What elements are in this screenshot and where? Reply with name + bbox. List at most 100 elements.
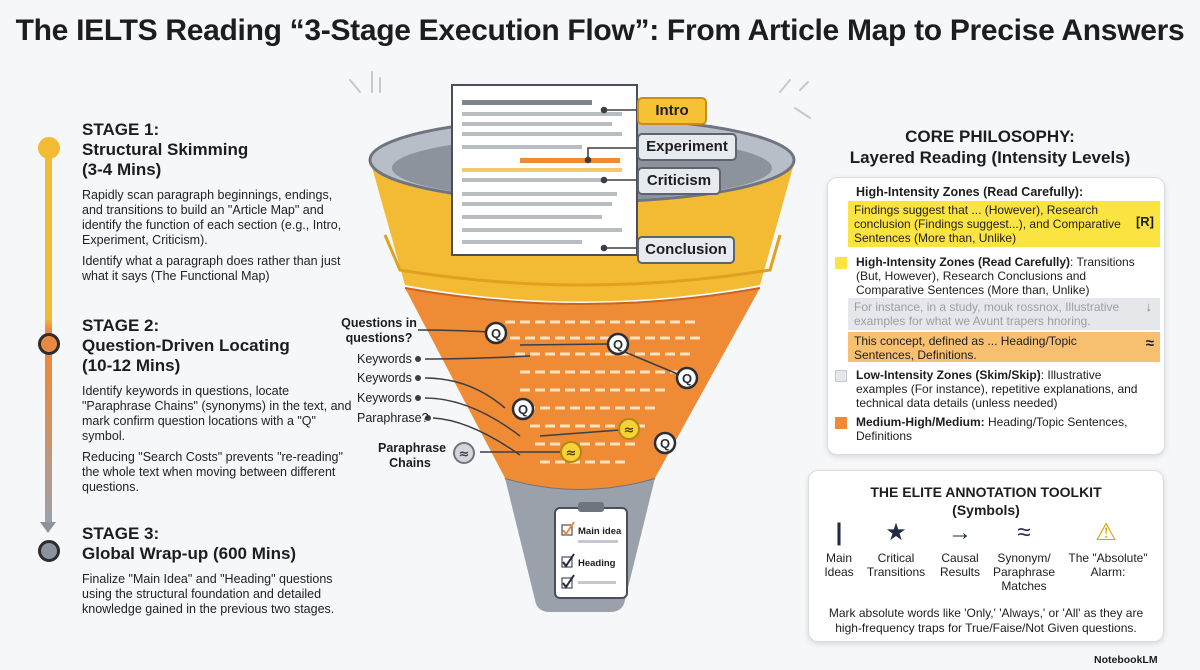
questions-label: Questions in questions? — [341, 316, 417, 345]
toolkit-label-causal-results: Causal Results — [920, 551, 1000, 579]
section-label-conclusion: Conclusion — [637, 236, 735, 264]
stage-2-note: Reducing "Search Costs" prevents "re-rea… — [82, 450, 343, 494]
approx-markers: ≈ ≈ ≈ — [453, 418, 640, 464]
check-icon — [562, 553, 575, 568]
legend-high: High-Intensity Zones (Read Carefully): T… — [856, 255, 1146, 297]
stage-3-text: Finalize "Main Idea" and "Heading" quest… — [82, 572, 335, 616]
section-label-criticism: Criticism — [637, 167, 721, 195]
stage-3: STAGE 3: Global Wrap-up (600 Mins) Final… — [82, 524, 352, 623]
stage-2-text: Identify keywords in questions, locate "… — [82, 384, 352, 443]
stage-3-label: STAGE 3: — [82, 524, 160, 543]
clipboard-line — [578, 581, 616, 584]
section-label-experiment: Experiment — [637, 133, 737, 161]
stage-1-description: Rapidly scan paragraph beginnings, endin… — [82, 188, 352, 284]
clipboard-item-main-idea: Main idea — [578, 526, 622, 537]
q-icon-label: Q — [613, 337, 623, 352]
toolkit-title: THE ELITE ANNOTATION TOOLKIT (Symbols) — [808, 483, 1164, 519]
section-connectors — [584, 106, 637, 252]
philosophy-title-line-1: CORE PHILOSOPHY: — [905, 127, 1075, 146]
middle-rim — [404, 287, 761, 305]
stage-2-description: Identify keywords in questions, locate "… — [82, 384, 352, 495]
arrow-right-icon: → — [948, 519, 972, 546]
approx-tag-icon: ≈ — [1145, 335, 1154, 352]
approx-icon-label: ≈ — [566, 446, 577, 461]
page-title: The IELTS Reading “3-Stage Execution Flo… — [15, 14, 1185, 47]
toolkit-label-critical-transitions: Critical Transitions — [856, 551, 936, 579]
paraphrase-chain-icon — [453, 442, 475, 464]
toolkit-label-synonym: Synonym/ Paraphrase Matches — [984, 551, 1064, 593]
clipboard-clip — [578, 502, 604, 512]
checkbox-icon — [561, 556, 573, 568]
stage-3-name: Global Wrap-up (600 Mins) — [82, 544, 297, 563]
stage-2-label: STAGE 2: — [82, 316, 160, 335]
check-icon — [562, 521, 575, 536]
q-icon-label: Q — [491, 326, 501, 341]
q-icon — [484, 321, 508, 345]
checkbox-icon — [561, 577, 573, 589]
legend-medium-swatch — [835, 417, 847, 429]
approx-icon-label: ≈ — [624, 423, 635, 438]
keywords-label: Keywords — [357, 371, 412, 385]
toolkit-title-line-1: THE ELITE ANNOTATION TOOLKIT — [870, 484, 1102, 500]
notebooklm-logo: NotebookLM — [1094, 654, 1158, 666]
highlight-medium-text: This concept, defined as ... Heading/Top… — [854, 334, 1077, 362]
high-intensity-heading: High-Intensity Zones (Read Carefully): — [856, 185, 1084, 199]
q-icon — [675, 366, 699, 390]
q-markers: Q Q Q Q Q — [484, 321, 699, 455]
highlight-low-example: For instance, in a study, mouk rossnox, … — [848, 298, 1160, 330]
q-icon-label: Q — [660, 436, 670, 451]
timeline-arrow-icon — [40, 522, 56, 533]
highlight-high-example: Findings suggest that ... (However), Res… — [848, 201, 1160, 247]
paraphrase-question-label: Paraphrase? — [357, 411, 429, 425]
philosophy-title: CORE PHILOSOPHY: Layered Reading (Intens… — [830, 126, 1150, 168]
toolkit-label-causal-results-text: Causal Results — [939, 551, 980, 579]
clipboard-item-heading: Heading — [578, 558, 616, 569]
q-icon-label: Q — [682, 371, 692, 386]
checkbox-icon — [561, 524, 573, 536]
toolkit-title-line-2: (Symbols) — [952, 502, 1020, 518]
toolkit-label-main-ideas: Main Ideas — [799, 551, 879, 579]
keyword-connectors — [417, 329, 681, 456]
toolkit-footer: Mark absolute words like 'Only,' 'Always… — [828, 606, 1144, 635]
stage-1-note: Identify what a paragraph does rather th… — [82, 254, 341, 283]
legend-medium-desc: Heading/Topic Sentences, Definitions — [856, 415, 1128, 443]
stage-2-name: Question-Driven Locating — [82, 336, 290, 355]
legend-low-title: Low-Intensity Zones (Skim/Skip) — [856, 368, 1041, 382]
middle-text-lines — [505, 320, 700, 464]
warning-icon: ⚠ — [1095, 519, 1117, 546]
highlight-high-text: Findings suggest that ... (However), Res… — [854, 203, 1121, 245]
philosophy-title-line-2: Layered Reading (Intensity Levels) — [849, 148, 1131, 167]
stage-3-heading: STAGE 3: Global Wrap-up (600 Mins) — [82, 524, 352, 564]
clipboard-items: Main idea Heading — [561, 521, 622, 589]
legend-high-desc: : Transitions (But, However), Research C… — [856, 255, 1135, 297]
stage-1-text: Rapidly scan paragraph beginnings, endin… — [82, 188, 342, 247]
section-label-intro: Intro — [637, 97, 707, 125]
approx-icon — [560, 441, 582, 463]
toolkit-label-synonym-text: Synonym/ Paraphrase Matches — [992, 551, 1056, 593]
legend-low: Low-Intensity Zones (Skim/Skip): Illustr… — [856, 368, 1146, 410]
q-icon — [511, 397, 535, 421]
toolkit-card — [808, 470, 1164, 642]
paraphrase-chains-label: Paraphrase Chains — [378, 441, 447, 470]
toolkit-label-critical-transitions-text: Critical Transitions — [866, 551, 926, 579]
keywords-label: Keywords — [357, 391, 412, 405]
stage-1-label: STAGE 1: — [82, 120, 160, 139]
approx-icon — [618, 418, 640, 440]
q-icon-label: Q — [518, 402, 528, 417]
down-arrow-icon: ↓ — [1145, 299, 1153, 314]
q-icon — [606, 332, 630, 356]
stage-1: STAGE 1: Structural Skimming (3-4 Mins) … — [82, 120, 352, 290]
stage-2: STAGE 2: Question-Driven Locating (10-12… — [82, 316, 352, 501]
toolkit-label-main-ideas-text: Main Ideas — [824, 551, 854, 579]
keywords-label: Keywords — [357, 352, 412, 366]
legend-low-desc: : Illustrative examples (For instance), … — [856, 368, 1138, 410]
toolkit-label-absolute-alarm-text: The "Absolute" Alarm: — [1068, 551, 1148, 579]
highlight-low-text: For instance, in a study, mouk rossnox, … — [854, 300, 1120, 328]
keyword-dots — [415, 356, 431, 421]
legend-high-title: High-Intensity Zones (Read Carefully) — [856, 255, 1071, 269]
stage-1-heading: STAGE 1: Structural Skimming (3-4 Mins) — [82, 120, 352, 180]
top-rim-shade — [383, 234, 782, 287]
stage-2-heading: STAGE 2: Question-Driven Locating (10-12… — [82, 316, 352, 376]
star-icon: ★ — [885, 519, 907, 546]
highlight-medium-example: This concept, defined as ... Heading/Top… — [848, 332, 1160, 362]
